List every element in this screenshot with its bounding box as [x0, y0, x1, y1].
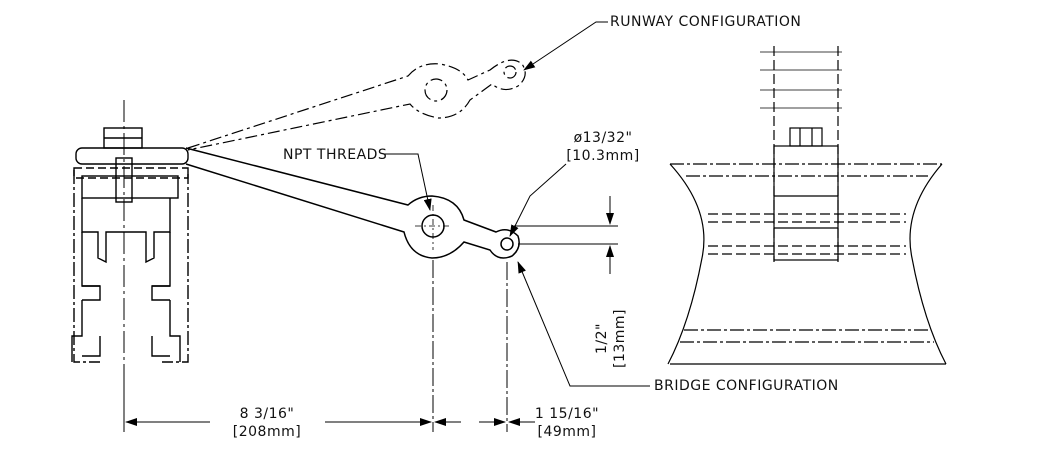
offset-dimension-in: 1/2"	[594, 323, 610, 354]
side-view	[667, 46, 947, 365]
span1-dimension-in: 8 3/16"	[239, 406, 295, 422]
leaders	[384, 21, 650, 387]
span1-dimension-mm: [208mm]	[232, 424, 302, 440]
offset-dimension-mm: [13mm]	[612, 308, 628, 368]
runway-configuration-label: RUNWAY CONFIGURATION	[610, 14, 802, 30]
dim-vertical	[514, 196, 618, 274]
npt-threads-label: NPT THREADS	[283, 147, 388, 163]
span2-dimension-in: 1 15/16"	[534, 406, 600, 422]
bridge-arm	[185, 147, 520, 259]
rail-profile	[71, 100, 189, 420]
hole-diameter-mm: [10.3mm]	[566, 148, 640, 164]
hole-diameter-in: ø13/32"	[573, 130, 633, 146]
runway-arm	[187, 59, 526, 151]
span2-dimension-mm: [49mm]	[537, 424, 597, 440]
dim-horizontal	[123, 260, 535, 432]
bridge-configuration-label: BRIDGE CONFIGURATION	[654, 378, 839, 394]
